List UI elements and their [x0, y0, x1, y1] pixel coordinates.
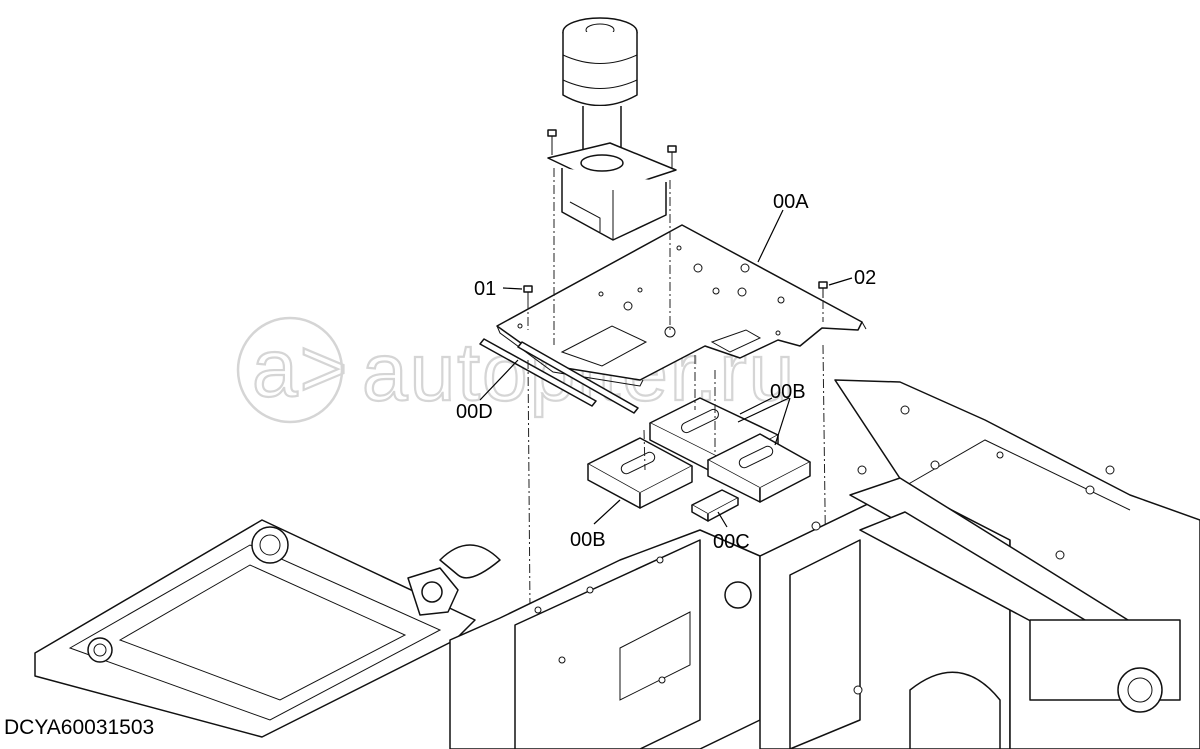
- callout-00D: 00D: [456, 401, 493, 423]
- base-frame-left: [34, 519, 476, 738]
- bolt-02: [818, 281, 828, 298]
- watermark-logo: a>: [252, 323, 350, 414]
- callout-00B-upper: 00B: [770, 381, 806, 403]
- air-cleaner-assembly: [547, 17, 677, 241]
- callout-00C: 00C: [713, 531, 750, 553]
- callout-00A: 00A: [773, 191, 809, 213]
- machine-frame-right: [834, 379, 1200, 749]
- rubber-pads-00B: [587, 397, 811, 509]
- callout-02: 02: [854, 267, 876, 289]
- bolt-01: [523, 285, 533, 300]
- cover-plate-00A: [496, 224, 867, 387]
- block-00C: [691, 489, 739, 522]
- seal-strip-00D: [479, 338, 639, 414]
- leader-lines: [479, 209, 853, 528]
- callout-00B-lower: 00B: [570, 529, 606, 551]
- callout-01: 01: [474, 278, 496, 300]
- drawing-id: DCYA60031503: [4, 716, 154, 739]
- pivot-bracket: [407, 544, 501, 616]
- alignment-lines: [527, 168, 827, 611]
